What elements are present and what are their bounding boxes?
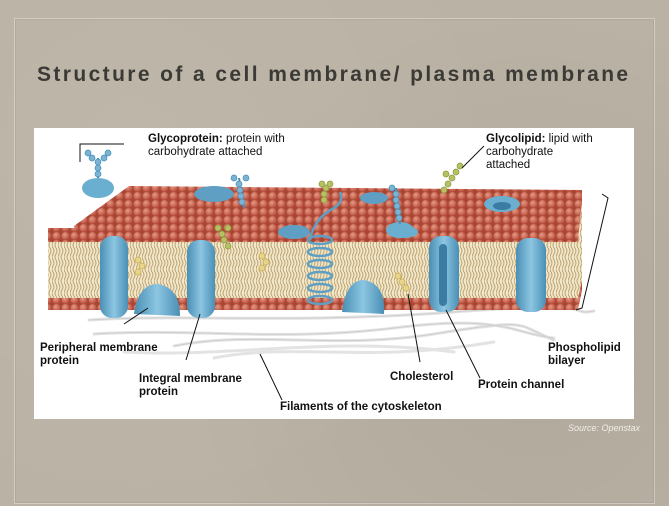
slide-frame xyxy=(14,18,655,504)
cholesterol-label: Cholesterol xyxy=(390,371,454,383)
glycolipid-chains xyxy=(214,162,464,250)
integral-protein-label: Integral membrane protein xyxy=(139,373,242,398)
carbohydrate-chains xyxy=(84,149,403,225)
protein-channel-label: Protein channel xyxy=(478,379,565,391)
membrane-illustration xyxy=(48,143,609,401)
membrane-diagram: Glycoprotein: protein with carbohydrate … xyxy=(34,128,634,419)
cholesterol-molecules xyxy=(134,252,410,292)
cytoskeleton-label: Filaments of the cytoskeleton xyxy=(280,401,442,413)
glycoprotein-base xyxy=(82,178,114,198)
phospholipid-bilayer-label: Phospholipid bilayer xyxy=(548,342,621,367)
source-credit: Source: Openstax xyxy=(567,423,640,433)
protein-channel-coil xyxy=(306,191,343,306)
leader-lines xyxy=(79,143,609,401)
glycoprotein-label: Glycoprotein: protein with carbohydrate … xyxy=(148,133,285,158)
slide-title: Structure of a cell membrane/ plasma mem… xyxy=(37,63,631,86)
peripheral-protein-label: Peripheral membrane protein xyxy=(40,342,158,367)
integral-proteins xyxy=(100,236,546,318)
peripheral-protein xyxy=(134,284,180,316)
top-dent xyxy=(194,186,234,202)
glycolipid-label: Glycolipid: lipid with carbohydrate atta… xyxy=(486,133,593,171)
